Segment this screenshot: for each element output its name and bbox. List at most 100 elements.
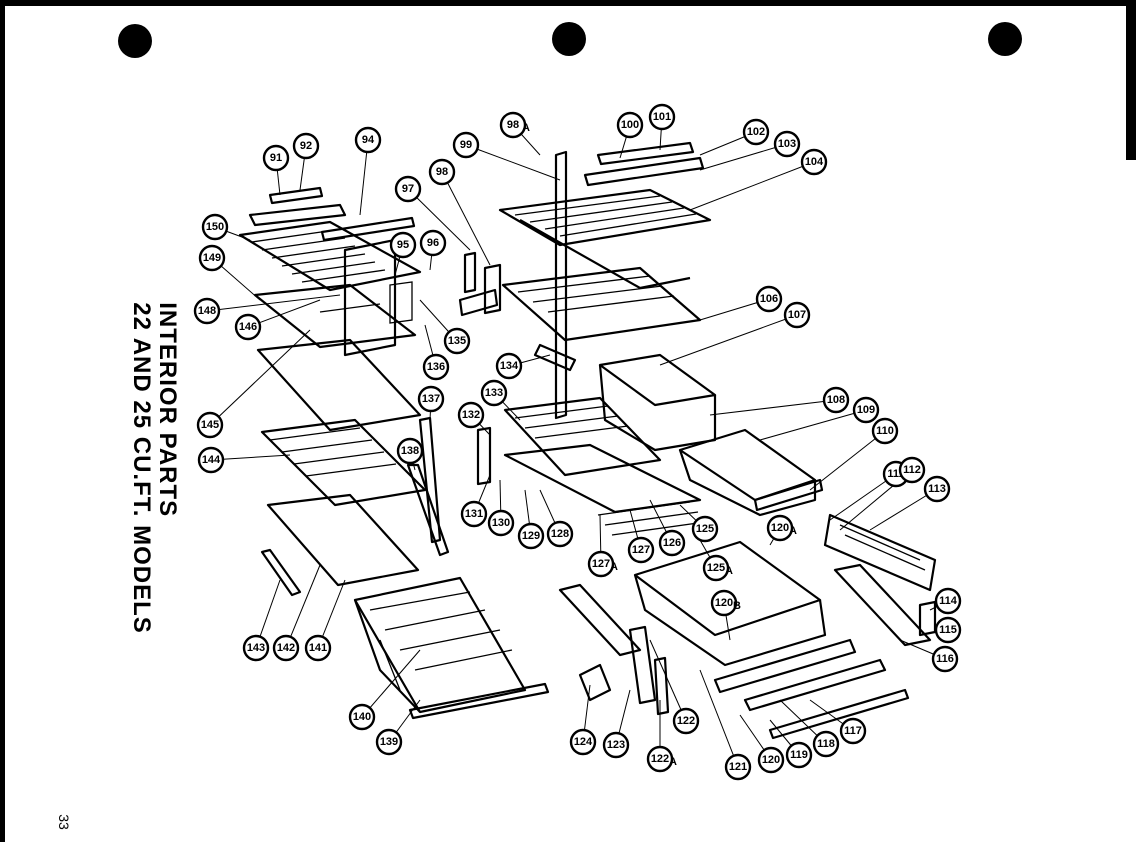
- callout-number: 95: [397, 239, 409, 251]
- leader-line-108: [709, 399, 837, 416]
- callout-bubble: [417, 385, 445, 413]
- callout-number: 137: [422, 393, 440, 405]
- callout-number: 124: [574, 736, 593, 748]
- callout-bubble: [931, 645, 959, 673]
- callout-103: 103: [773, 130, 801, 158]
- callout-134: 134: [495, 352, 523, 380]
- callout-bubble: [262, 144, 290, 172]
- callout-bubble: [923, 475, 951, 503]
- callout-98: 98: [428, 158, 456, 186]
- callout-number: 134: [500, 360, 519, 372]
- callout-number: 113: [928, 483, 946, 495]
- callout-number: 97: [402, 183, 414, 195]
- callout-110: 110: [871, 417, 899, 445]
- leader-line-107: [659, 314, 798, 366]
- callout-number: 106: [760, 293, 778, 305]
- callout-bubble: [394, 175, 422, 203]
- scan-border-left: [0, 0, 5, 842]
- callout-109: 109: [852, 396, 880, 424]
- callout-bubble: [755, 285, 783, 313]
- callout-bubble: [375, 728, 403, 756]
- callout-bubble: [457, 401, 485, 429]
- callout-number: 130: [492, 517, 510, 529]
- callout-bubble: [422, 353, 450, 381]
- callout-127: 127: [627, 536, 655, 564]
- leader-lines: [206, 116, 949, 768]
- callout-149: 149: [198, 244, 226, 272]
- callout-number: 133: [485, 387, 503, 399]
- callout-number: 115: [939, 624, 957, 636]
- callout-suffix: A: [725, 565, 733, 577]
- callout-number: 132: [462, 409, 480, 421]
- callout-bubble: [658, 529, 686, 557]
- callout-100: 100: [616, 111, 644, 139]
- callout-bubble: [201, 213, 229, 241]
- callout-124: 124: [569, 728, 597, 756]
- callout-number: 123: [607, 739, 625, 751]
- callout-bubble: [724, 753, 752, 781]
- callout-number: 102: [747, 126, 765, 138]
- callout-bubble: [800, 148, 828, 176]
- callout-112: 112: [898, 456, 926, 484]
- callout-bubble: [785, 741, 813, 769]
- callout-bubble: [602, 731, 630, 759]
- callout-number: 117: [844, 725, 862, 737]
- callout-number: 146: [239, 321, 257, 333]
- callout-number: 131: [465, 508, 483, 520]
- callout-number: 91: [270, 152, 282, 164]
- callout-119: 119: [785, 741, 813, 769]
- callout-92: 92: [292, 132, 320, 160]
- callout-bubble: [197, 446, 225, 474]
- callout-bubble: [934, 616, 962, 644]
- callout-number: 107: [788, 309, 806, 321]
- callout-number: 108: [827, 394, 845, 406]
- callout-number: 143: [247, 642, 265, 654]
- callout-139: 139: [375, 728, 403, 756]
- callout-bubble: [452, 131, 480, 159]
- callout-126: 126: [658, 529, 686, 557]
- callout-number: 122: [677, 715, 695, 727]
- callout-number: 92: [300, 140, 312, 152]
- callout-141: 141: [304, 634, 332, 662]
- callout-bubble: [348, 703, 376, 731]
- callout-suffix: B: [733, 600, 741, 612]
- callout-142: 142: [272, 634, 300, 662]
- callout-bubble: [710, 589, 738, 617]
- callout-bubble: [672, 707, 700, 735]
- callout-suffix: A: [610, 561, 618, 573]
- callout-123: 123: [602, 731, 630, 759]
- callout-128: 128: [546, 520, 574, 548]
- scan-border-right: [1126, 0, 1136, 160]
- callout-136: 136: [422, 353, 450, 381]
- callout-number: 104: [805, 156, 824, 168]
- callout-104: 104: [800, 148, 828, 176]
- callout-bubble: [812, 730, 840, 758]
- callout-suffix: A: [789, 525, 797, 537]
- callout-122: 122: [672, 707, 700, 735]
- callout-bubble: [234, 313, 262, 341]
- callout-121: 121: [724, 753, 752, 781]
- callout-138: 138: [396, 437, 424, 465]
- callout-number: 118: [817, 738, 835, 750]
- leader-line-109: [759, 409, 867, 441]
- callout-number: 136: [427, 361, 445, 373]
- callout-bubble: [898, 456, 926, 484]
- callout-bubble: [839, 717, 867, 745]
- callout-number: 129: [522, 530, 540, 542]
- callout-120: 120: [757, 746, 785, 774]
- callout-114: 114: [934, 587, 962, 615]
- callout-bubble: [742, 118, 770, 146]
- callout-bubble: [783, 301, 811, 329]
- callout-number: 128: [551, 528, 569, 540]
- callout-number: 125: [707, 562, 725, 574]
- callout-bubble: [648, 103, 676, 131]
- callout-number: 139: [380, 736, 398, 748]
- callout-number: 125: [696, 523, 714, 535]
- callout-number: 101: [653, 111, 671, 123]
- callout-bubble: [587, 550, 615, 578]
- callout-bubble: [196, 411, 224, 439]
